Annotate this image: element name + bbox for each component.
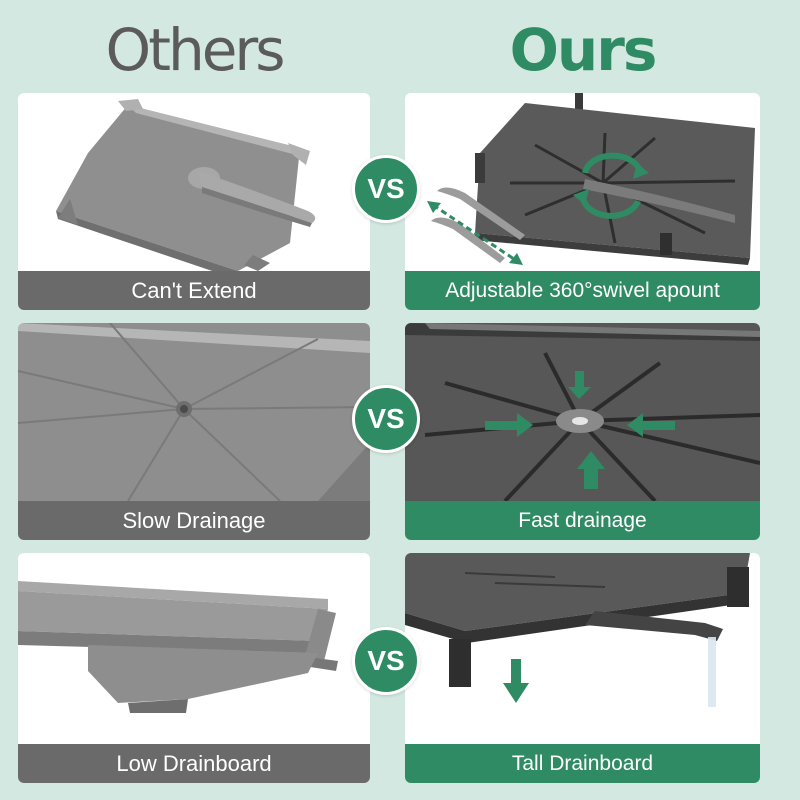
caption-low-drainboard: Low Drainboard — [18, 744, 370, 783]
rotate-arrows-icon — [582, 152, 643, 174]
vs-badge: VS — [352, 385, 420, 453]
ours-tall-board-illustration — [405, 553, 750, 707]
ours-heading: Ours — [509, 16, 658, 84]
caption-slow-drainage: Slow Drainage — [18, 501, 370, 540]
ours-panel-swivel: Adjustable 360°swivel apount — [405, 93, 760, 310]
ours-panel-fast-drainage: Fast drainage — [405, 323, 760, 540]
ours-panel-tall-drainboard: Tall Drainboard — [405, 553, 760, 783]
others-heading: Others — [105, 16, 286, 84]
caption-adjustable-swivel: Adjustable 360°swivel apount — [405, 271, 760, 310]
caption-tall-drainboard: Tall Drainboard — [405, 744, 760, 783]
double-arrow-icon — [432, 203, 518, 263]
ours-swivel-illustration — [427, 93, 755, 265]
ours-drain-illustration — [405, 323, 760, 501]
down-arrow-icon — [511, 659, 521, 685]
others-panel-low-drainboard: Low Drainboard — [18, 553, 370, 783]
vs-badge: VS — [352, 627, 420, 695]
caption-cant-extend: Can't Extend — [18, 271, 370, 310]
others-low-board-illustration — [18, 581, 338, 713]
others-panel-slow-drainage: Slow Drainage — [18, 323, 370, 540]
caption-fast-drainage: Fast drainage — [405, 501, 760, 540]
inward-arrow-icon — [485, 371, 675, 489]
others-panel-extend: Can't Extend — [18, 93, 370, 310]
others-drain-illustration — [18, 323, 370, 501]
vs-badge: VS — [352, 155, 420, 223]
others-tray-illustration — [56, 99, 316, 271]
